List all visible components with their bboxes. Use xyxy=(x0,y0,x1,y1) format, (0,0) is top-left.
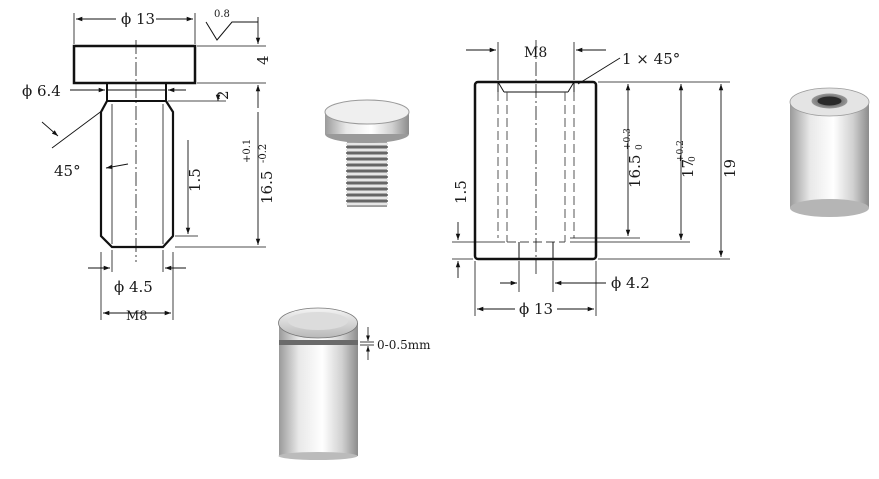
screw-neck-length-label: 2 xyxy=(214,90,232,100)
screw-head-height-label: 4 xyxy=(254,55,272,65)
nut-technical-drawing: M8 1 × 45° 16.5 +0.3 0 17 +0.2 0 19 1.5 … xyxy=(452,40,739,318)
nut-outer-diameter-label: ϕ 13 xyxy=(519,300,553,318)
nut-chamfer-lines xyxy=(497,81,575,93)
nut-thread-depth-tol-lower: 0 xyxy=(635,144,645,150)
cap-gap-label: 0-0.5mm xyxy=(377,338,431,352)
screw-minor-diameter-label: ϕ 4.5 xyxy=(114,278,153,296)
cap-photo: 0-0.5mm xyxy=(278,307,431,460)
screw-head-diameter-label: ϕ 13 xyxy=(121,10,155,28)
screw-shank-tolerance-upper: +0.1 xyxy=(242,139,253,163)
nut-thread-depth-tol-upper: +0.3 xyxy=(623,128,633,150)
screw-head-outline xyxy=(72,44,197,85)
nut-thread-depth-label: 16.5 xyxy=(626,155,644,188)
screw-thread-label: M8 xyxy=(126,309,148,324)
screw-thread-ridges xyxy=(346,142,388,206)
screw-shank-length-label: 16.5 xyxy=(258,171,276,204)
screw-photo xyxy=(324,99,410,207)
screw-neck-outline xyxy=(106,82,167,102)
screw-shank-outline xyxy=(99,100,175,249)
nut-body-outline xyxy=(473,80,598,261)
surface-roughness-value: 0.8 xyxy=(214,9,230,20)
nut-bore-depth-tol-upper: +0.2 xyxy=(676,140,686,162)
nut-bottom-thickness-label: 1.5 xyxy=(452,180,470,204)
nut-thread-label: M8 xyxy=(524,45,547,61)
screw-neck-diameter-label: ϕ 6.4 xyxy=(22,82,61,100)
surface-roughness-symbol xyxy=(205,21,258,41)
nut-bore-depth-label: 17 xyxy=(679,159,697,178)
screw-tip-length-label: 1.5 xyxy=(186,168,204,192)
screw-technical-drawing: ϕ 13 0.8 4 ϕ 6.4 2 45° 1.5 16.5 +0.1 -0.… xyxy=(22,9,276,324)
screw-shank-tolerance-lower: -0.2 xyxy=(258,144,269,163)
nut-bore-depth-tol-lower: 0 xyxy=(688,156,698,162)
screw-chamfer-angle-label: 45° xyxy=(54,162,81,180)
nut-hole-diameter-label: ϕ 4.2 xyxy=(611,274,650,292)
nut-total-height-label: 19 xyxy=(721,159,739,178)
standoff-photo xyxy=(789,87,870,217)
nut-chamfer-label: 1 × 45° xyxy=(622,50,680,68)
